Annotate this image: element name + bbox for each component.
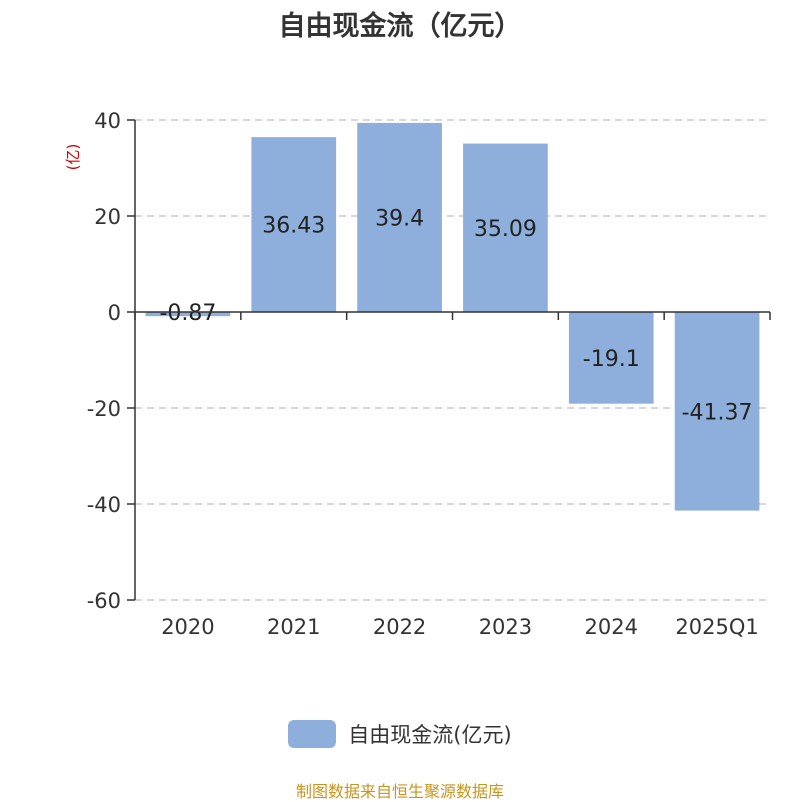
bar [674, 312, 760, 511]
bar [251, 137, 337, 312]
x-tick-label: 2021 [267, 615, 320, 639]
data-label: 35.09 [474, 217, 537, 242]
data-label: -41.37 [682, 400, 753, 425]
data-label: 36.43 [262, 214, 325, 239]
data-label: 39.4 [375, 206, 424, 231]
legend-label: 自由现金流(亿元) [348, 723, 512, 747]
y-tick-label: -60 [87, 589, 121, 613]
bar [463, 143, 548, 312]
data-label: -19.1 [583, 347, 640, 372]
source-note: 制图数据来自恒生聚源数据库 [295, 782, 504, 801]
x-tick-label: 2024 [585, 615, 638, 639]
y-tick-label: 40 [94, 109, 121, 133]
bar [568, 312, 654, 404]
x-tick-label: 2022 [373, 615, 426, 639]
y-axis-label: (亿) [64, 144, 82, 171]
y-tick-label: 0 [108, 301, 121, 325]
bar [145, 312, 231, 317]
legend[interactable]: 自由现金流(亿元) [0, 719, 800, 749]
y-tick-label: -20 [87, 397, 121, 421]
data-label: -0.87 [159, 301, 216, 326]
x-tick-label: 2020 [161, 615, 214, 639]
bar [357, 122, 442, 312]
legend-swatch [288, 720, 337, 748]
x-tick-label: 2025Q1 [675, 615, 758, 639]
chart-title: 自由现金流（亿元） [278, 11, 522, 42]
y-tick-label: 20 [94, 205, 121, 229]
y-tick-label: -40 [87, 493, 121, 517]
x-tick-label: 2023 [479, 615, 532, 639]
